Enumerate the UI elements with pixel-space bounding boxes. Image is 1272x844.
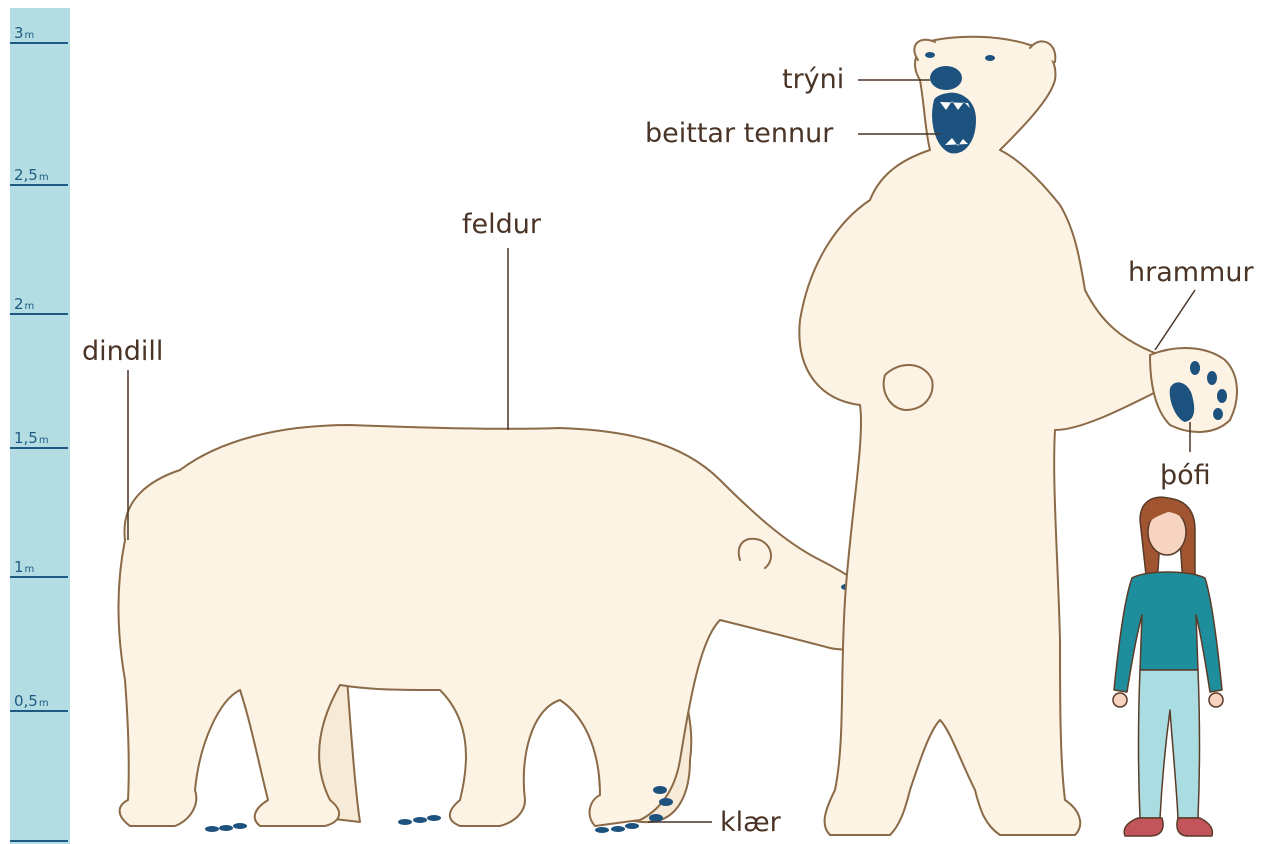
person-figure	[1113, 497, 1223, 836]
standing-bear-front-paw	[884, 365, 933, 410]
walking-bear	[119, 425, 904, 833]
label-snout: trýni	[782, 64, 844, 95]
scale-bar	[10, 8, 70, 844]
label-pad: þófi	[1160, 460, 1211, 491]
leader-paw	[1155, 290, 1195, 350]
person-hand-left	[1113, 693, 1127, 707]
label-claws: klær	[720, 807, 782, 838]
person-shoe-left	[1124, 818, 1163, 836]
label-tail: dindill	[82, 336, 163, 367]
person-jeans	[1139, 670, 1200, 818]
standing-bear-eye-right	[985, 55, 995, 61]
person-shoe-right	[1177, 818, 1212, 836]
standing-bear-body	[799, 37, 1168, 835]
standing-bear-nose	[930, 66, 962, 90]
label-fur: feldur	[462, 209, 542, 240]
walking-bear-body	[119, 425, 902, 826]
person-hand-right	[1209, 693, 1223, 707]
standing-bear-eye-left	[925, 52, 935, 58]
label-paw: hrammur	[1128, 257, 1254, 288]
height-scale: 3m 2,5m 2m 1,5m 1m 0,5m	[10, 8, 70, 844]
label-teeth: beittar tennur	[645, 118, 834, 149]
